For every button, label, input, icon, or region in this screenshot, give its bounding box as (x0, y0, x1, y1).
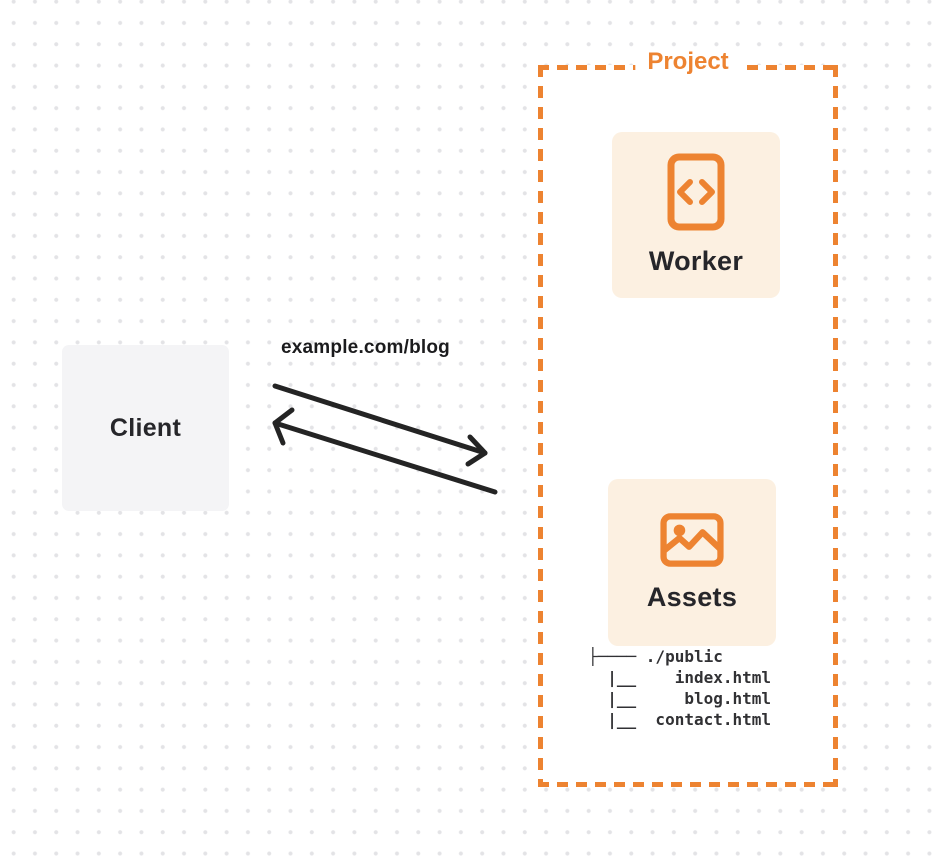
code-file-icon (667, 153, 725, 231)
assets-label: Assets (646, 581, 738, 612)
assets-file-tree: ├──── ./public |__ index.html |__ blog.h… (588, 647, 772, 729)
request-arrowhead-icon (465, 434, 488, 467)
request-response-arrows (272, 383, 498, 495)
client-label: Client (109, 413, 182, 442)
project-border-bottom (538, 782, 838, 787)
worker-node: Worker (612, 132, 780, 298)
response-arrowhead-icon (272, 407, 295, 446)
image-icon (660, 512, 724, 567)
request-arrow (272, 383, 488, 456)
request-url-label: example.com/blog (281, 337, 450, 358)
project-border-left (538, 65, 543, 787)
worker-label: Worker (648, 246, 744, 276)
response-arrow (272, 420, 498, 495)
project-border-right (833, 65, 838, 787)
project-title: Project (635, 48, 741, 76)
assets-node: Assets (608, 479, 776, 646)
project-container: Project Worker Assets ├──── ./public |__… (538, 48, 838, 787)
client-node: Client (62, 345, 229, 511)
